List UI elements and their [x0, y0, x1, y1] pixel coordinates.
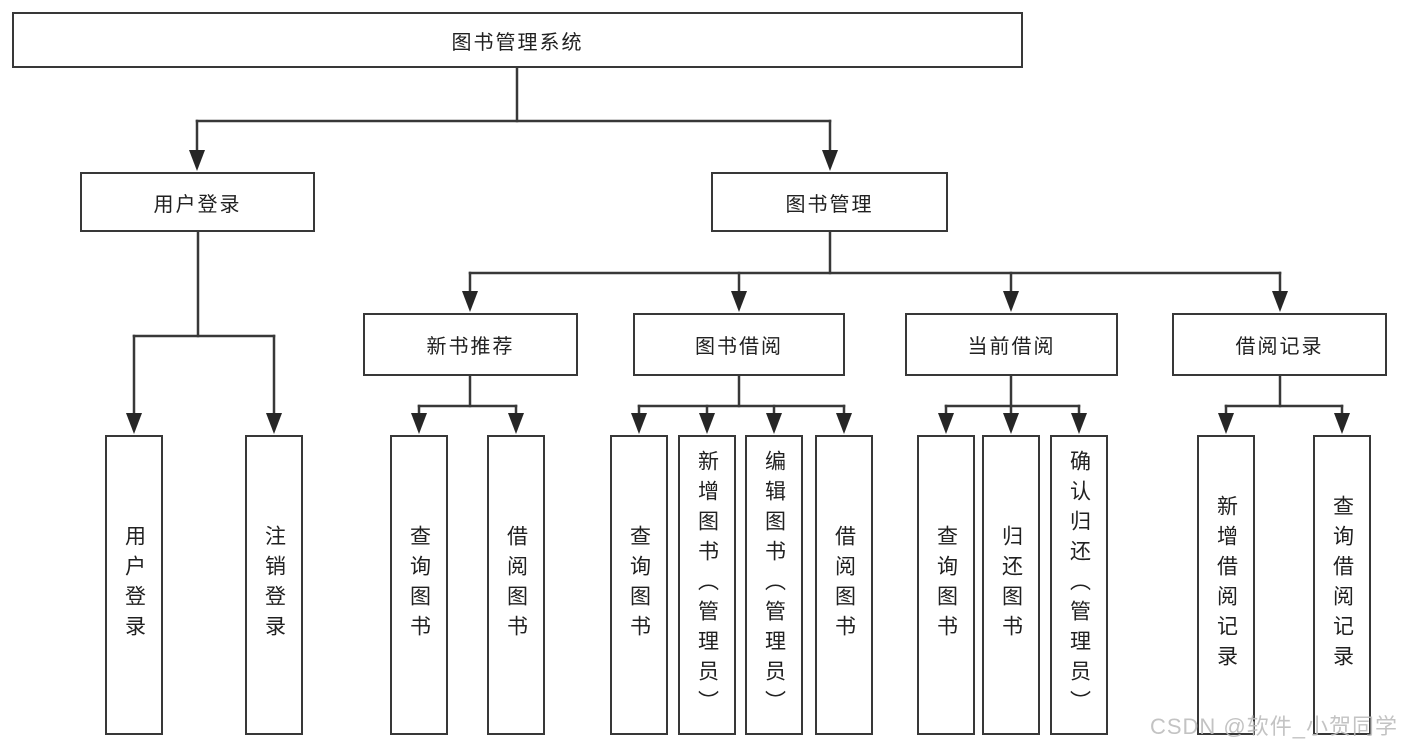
node-leaf-add-books-admin: 新增图书（管理员） [678, 435, 736, 735]
arrowhead-down-icon [1003, 413, 1019, 434]
node-user-login: 用户登录 [80, 172, 315, 232]
arrowhead-down-icon [508, 413, 524, 434]
node-leaf-query-books-borrowing: 查询图书 [610, 435, 668, 735]
node-borrowing-records: 借阅记录 [1172, 313, 1387, 376]
leaf-label: 查询借阅记录 [1330, 495, 1354, 675]
node-leaf-borrow-books-recommend: 借阅图书 [487, 435, 545, 735]
leaf-label: 查询图书 [407, 525, 431, 645]
node-leaf-query-borrow-record: 查询借阅记录 [1313, 435, 1371, 735]
node-leaf-edit-books-admin: 编辑图书（管理员） [745, 435, 803, 735]
node-root: 图书管理系统 [12, 12, 1023, 68]
node-leaf-user-login: 用户登录 [105, 435, 163, 735]
arrowhead-down-icon [766, 413, 782, 434]
leaf-label: 查询图书 [934, 525, 958, 645]
node-leaf-add-borrow-record: 新增借阅记录 [1197, 435, 1255, 735]
watermark: CSDN @软件_小贺同学 [1149, 714, 1398, 739]
arrowhead-down-icon [1334, 413, 1350, 434]
arrowhead-down-icon [836, 413, 852, 434]
arrowhead-down-icon [126, 413, 142, 434]
leaf-label: 归还图书 [999, 525, 1023, 645]
node-leaf-query-books-current: 查询图书 [917, 435, 975, 735]
node-book-management: 图书管理 [711, 172, 948, 232]
leaf-label: 新增借阅记录 [1214, 495, 1238, 675]
arrowhead-down-icon [1071, 413, 1087, 434]
node-new-book-recommend: 新书推荐 [363, 313, 578, 376]
leaf-label: 查询图书 [627, 525, 651, 645]
leaf-label: 借阅图书 [832, 525, 856, 645]
node-current-borrowing: 当前借阅 [905, 313, 1118, 376]
arrowhead-down-icon [266, 413, 282, 434]
arrowhead-down-icon [631, 413, 647, 434]
leaf-label: 用户登录 [122, 525, 146, 645]
node-leaf-borrow-books-borrowing: 借阅图书 [815, 435, 873, 735]
node-leaf-query-books-recommend: 查询图书 [390, 435, 448, 735]
leaf-label: 编辑图书（管理员） [762, 450, 786, 720]
arrowhead-down-icon [189, 150, 205, 171]
leaf-label: 确认归还（管理员） [1067, 450, 1091, 720]
arrowhead-down-icon [699, 413, 715, 434]
leaf-label: 注销登录 [262, 525, 286, 645]
node-book-borrowing: 图书借阅 [633, 313, 845, 376]
leaf-label: 借阅图书 [504, 525, 528, 645]
arrowhead-down-icon [1003, 291, 1019, 312]
arrowhead-down-icon [938, 413, 954, 434]
leaf-label: 新增图书（管理员） [695, 450, 719, 720]
node-leaf-confirm-return-admin: 确认归还（管理员） [1050, 435, 1108, 735]
arrowhead-down-icon [1272, 291, 1288, 312]
arrowhead-down-icon [731, 291, 747, 312]
arrowhead-down-icon [1218, 413, 1234, 434]
node-leaf-return-books: 归还图书 [982, 435, 1040, 735]
arrowhead-down-icon [411, 413, 427, 434]
arrowhead-down-icon [462, 291, 478, 312]
node-leaf-logout-login: 注销登录 [245, 435, 303, 735]
arrowhead-down-icon [822, 150, 838, 171]
